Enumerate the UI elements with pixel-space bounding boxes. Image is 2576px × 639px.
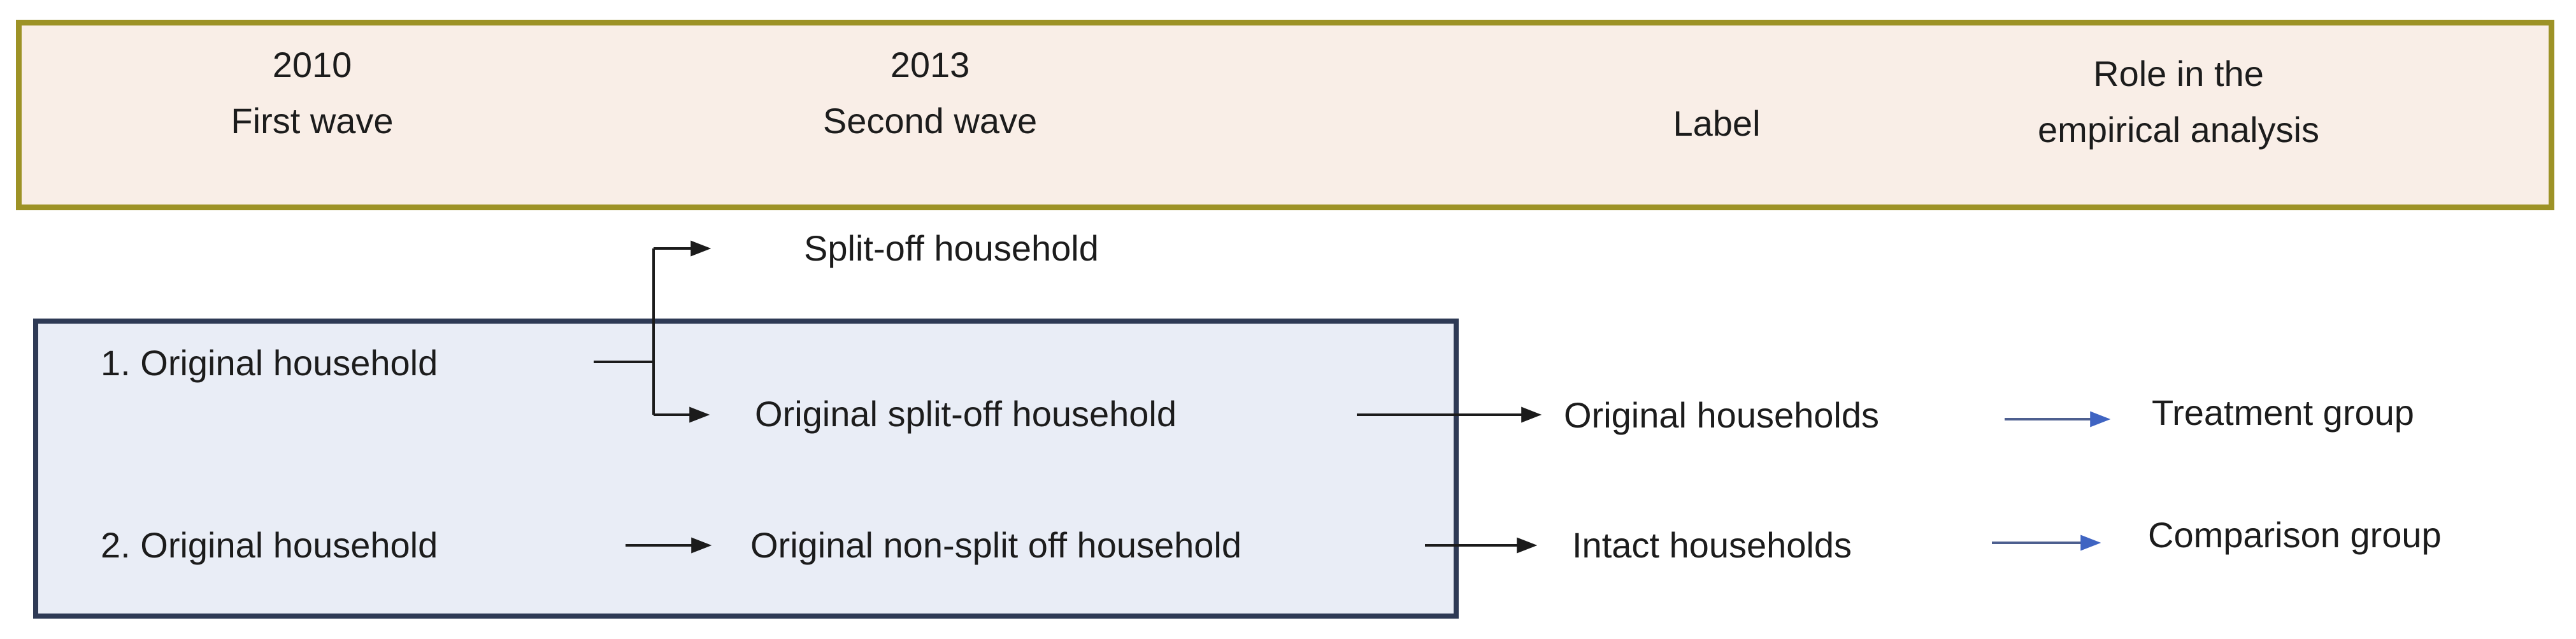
header-first-wave-label: First wave bbox=[231, 101, 394, 141]
node-original-household-2: 2. Original household bbox=[101, 525, 438, 565]
header-band bbox=[16, 20, 2554, 210]
header-year-2010: 2010 bbox=[272, 45, 352, 85]
role-treatment-group: Treatment group bbox=[2152, 392, 2414, 433]
node-original-split-off-household: Original split-off household bbox=[755, 394, 1177, 434]
header-column-first-wave: 2010 First wave bbox=[231, 37, 393, 149]
original-households-box bbox=[33, 319, 1459, 619]
label-intact-households: Intact households bbox=[1572, 525, 1852, 565]
header-column-second-wave: 2013 Second wave bbox=[823, 37, 1037, 149]
header-year-2013: 2013 bbox=[890, 45, 970, 85]
header-label-text: Label bbox=[1673, 103, 1761, 143]
role-comparison-group: Comparison group bbox=[2148, 515, 2442, 555]
node-original-household-1: 1. Original household bbox=[101, 343, 438, 383]
label-original-households: Original households bbox=[1564, 395, 1879, 435]
header-second-wave-label: Second wave bbox=[822, 101, 1038, 141]
header-role-line1: Role in the bbox=[2093, 54, 2264, 94]
node-split-off-household: Split-off household bbox=[804, 228, 1099, 268]
node-original-non-split-off-household: Original non-split off household bbox=[750, 525, 1242, 565]
header-column-label: Label bbox=[1673, 96, 1760, 152]
header-role-line2: empirical analysis bbox=[2038, 110, 2319, 150]
header-column-role: Role in the empirical analysis bbox=[2038, 46, 2319, 158]
